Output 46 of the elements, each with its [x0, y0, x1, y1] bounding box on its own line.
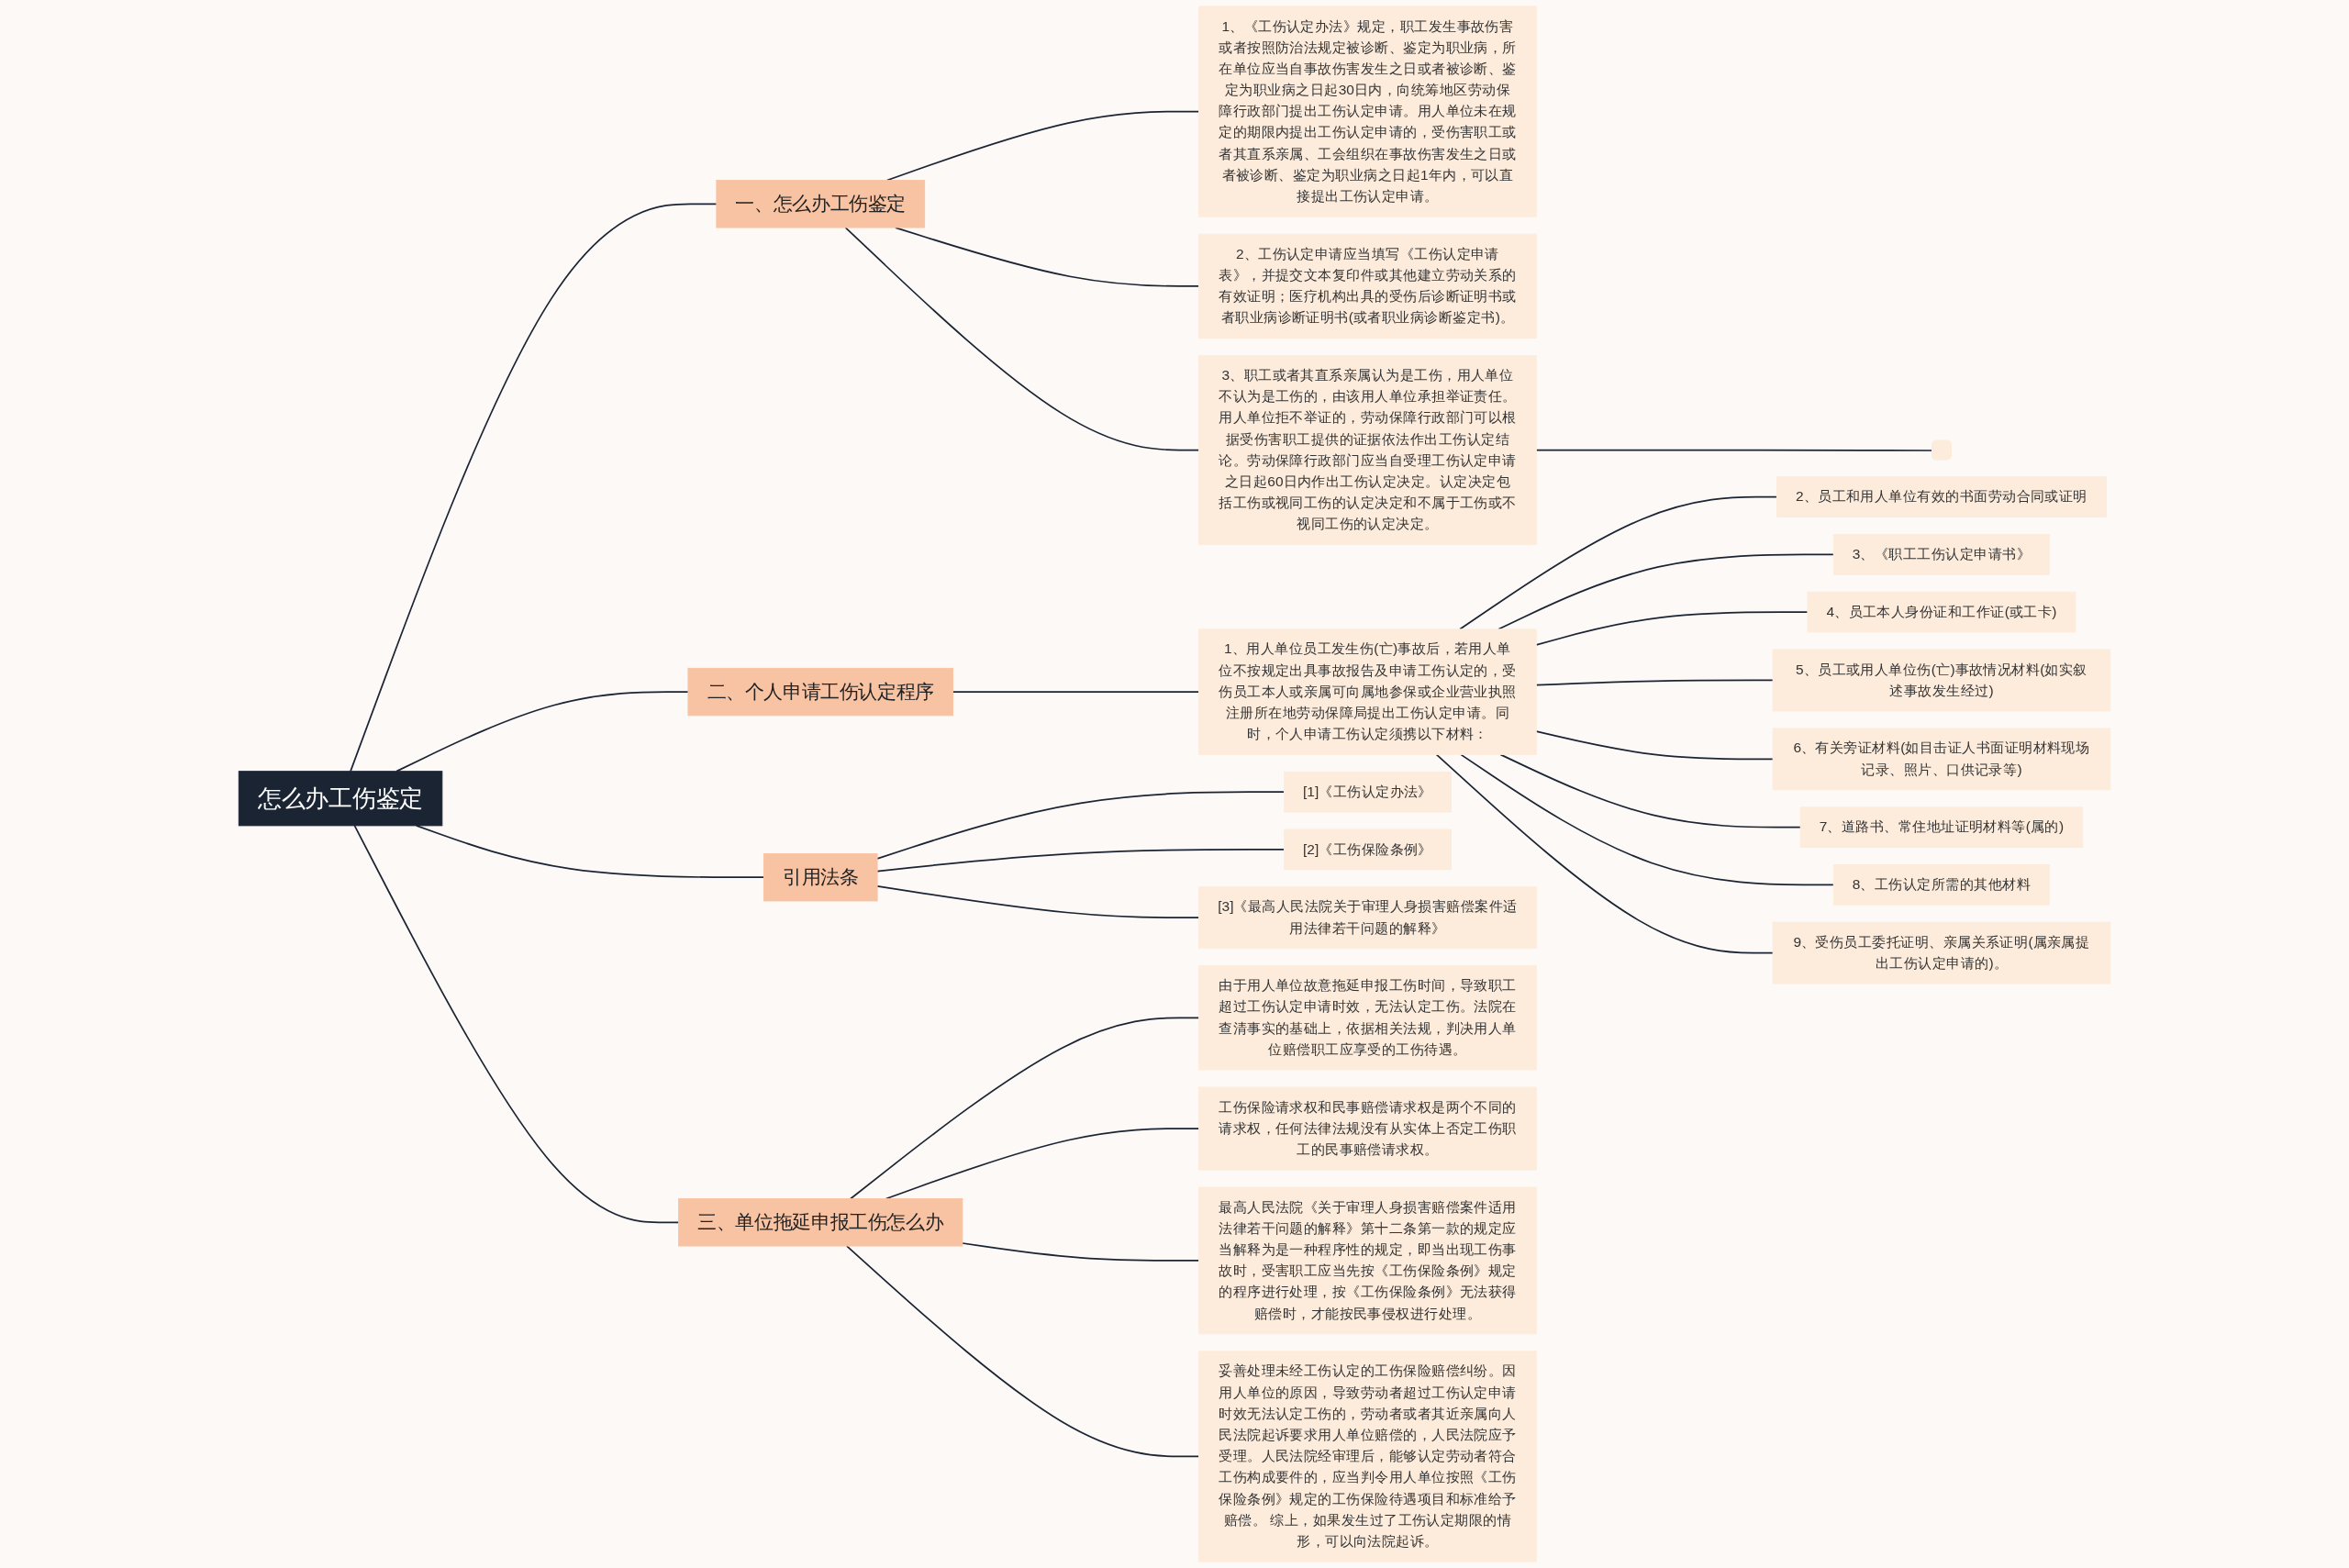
connector: [350, 203, 718, 773]
node-box: 妥善处理未经工伤认定的工伤保险赔偿纠纷。因用人单位的原因，导致劳动者超过工伤认定申请时效无法认定工伤的，劳动者或者其近亲属向人民法院起诉要求用人单位赔偿的，人民法院应予受理。人民法院经审理后，能够认定劳动者符合工伤构成要件的，应当判令用人单位按照《工伤保险条例》规定的工伤保险待遇项目和标准给予赔偿。 综上，如果发生过了工伤认定期限的情形，可以向法院起诉。: [1198, 1351, 1537, 1562]
node-box: 3、《职工工伤认定申请书》: [1832, 534, 2051, 575]
node-box: 8、工伤认定所需的其他材料: [1832, 864, 2051, 906]
node-box: 工伤保险请求权和民事赔偿请求权是两个不同的请求权，任何法律法规没有从实体上否定工伤职工的民事赔偿请求权。: [1198, 1086, 1537, 1171]
connector: [1435, 753, 1774, 954]
node-box: 1、用人单位员工发生伤(亡)事故后，若用人单位不按规定出具事故报告及申请工伤认定的，受伤员工本人或亲属可向属地参保或企业营业执照注册所在地劳动保障局提出工伤认定申请。同时，个人申请工伤认定须携以下材料：: [1198, 628, 1537, 755]
node-box: [1]《工伤认定办法》: [1284, 771, 1452, 813]
node-box: 一、怎么办工伤鉴定: [716, 180, 926, 228]
connector: [885, 1128, 1200, 1200]
connector: [962, 1242, 1200, 1262]
node-box: 2、员工和用人单位有效的书面劳动合同或证明: [1776, 476, 2107, 517]
connector: [1535, 679, 1774, 686]
node-box: 1、《工伤认定办法》规定，职工发生事故伤害或者按照防治法规定被诊断、鉴定为职业病，所在单位应当自事故伤害发生之日或者被诊断、鉴定为职业病之日起30日内，向统筹地区劳动保障行政部门提出工伤认定申请。用人单位未在规定的期限内提出工伤认定申请的，受伤害职工或者其直系亲属、工会组织在事故伤害发生之日或者被诊断、鉴定为职业病之日起1年内，可以直接提出工伤认定申请。: [1198, 6, 1537, 217]
node-box: 4、员工本人身份证和工作证(或工卡): [1807, 591, 2076, 633]
node-box: 9、受伤员工委托证明、亲属关系证明(属亲属提出工伤认定申请的)。: [1772, 921, 2111, 984]
connector: [395, 691, 689, 773]
node-box: [3]《最高人民法院关于审理人身损害赔偿案件适用法律若干问题的解释》: [1198, 886, 1537, 950]
connector: [1459, 495, 1778, 630]
node-box: 6、有关旁证材料(如目击证人书面证明材料现场记录、照片、口供记录等): [1772, 728, 2111, 791]
node-box: 5、员工或用人单位伤(亡)事故情况材料(如实叙述事故发生经过): [1772, 649, 2111, 712]
node-box: 怎么办工伤鉴定: [238, 771, 443, 827]
connector: [876, 884, 1200, 919]
node-box: 最高人民法院《关于审理人身损害赔偿案件适用法律若干问题的解释》第十二条第一款的规定应当解释为是一种程序性的规定，即当出现工伤事故时，受害职工应当先按《工伤保险条例》规定的程序进行处理，按《工伤保险条例》无法获得赔偿时，才能按民事侵权进行处理。: [1198, 1186, 1537, 1335]
node-box: 由于用人单位故意拖延申报工伤时间，导致职工超过工伤认定申请时效，无法认定工伤。法院在查清事实的基础上，依据相关法规，判决用人单位赔偿职工应享受的工伤待遇。: [1198, 965, 1537, 1071]
node-box: 7、道路书、常住地址证明材料等(属的): [1799, 806, 2084, 848]
connector: [353, 825, 680, 1224]
connector: [876, 791, 1286, 860]
connector: [876, 849, 1286, 873]
connector: [1497, 553, 1835, 630]
connector: [1535, 730, 1774, 761]
connector: [1499, 753, 1801, 828]
node-box: 2、工伤认定申请应当填写《工伤认定申请表》，并提交文本复印件或其他建立劳动关系的有效证明；医疗机构出具的受伤后诊断证明书或者职业病诊断证明书(或者职业病诊断鉴定书)。: [1198, 233, 1537, 339]
connector: [952, 691, 1200, 693]
connector: [1460, 753, 1835, 886]
connector: [850, 1017, 1200, 1200]
node-box: 三、单位拖延申报工伤怎么办: [678, 1198, 963, 1247]
node-box: [2]《工伤保险条例》: [1284, 828, 1452, 871]
connector: [1535, 611, 1809, 646]
node-box: 二、个人申请工伤认定程序: [687, 667, 953, 717]
connector: [885, 110, 1200, 182]
connector: [846, 1245, 1200, 1458]
node-box: 引用法条: [763, 853, 878, 902]
node-box: 3、职工或者其直系亲属认为是工伤，用人单位不认为是工伤的，由该用人单位承担举证责任。用人单位拒不举证的，劳动保障行政部门可以根据受伤害职工提供的证据依法作出工伤认定结论。劳动保障行政部门应当自受理工伤认定申请之日起60日内作出工伤认定决定。认定决定包括工伤或视同工伤的认定决定和不属于工伤或不视同工伤的认定决定。: [1198, 355, 1537, 546]
connector: [844, 227, 1200, 451]
connector: [1535, 449, 1933, 451]
